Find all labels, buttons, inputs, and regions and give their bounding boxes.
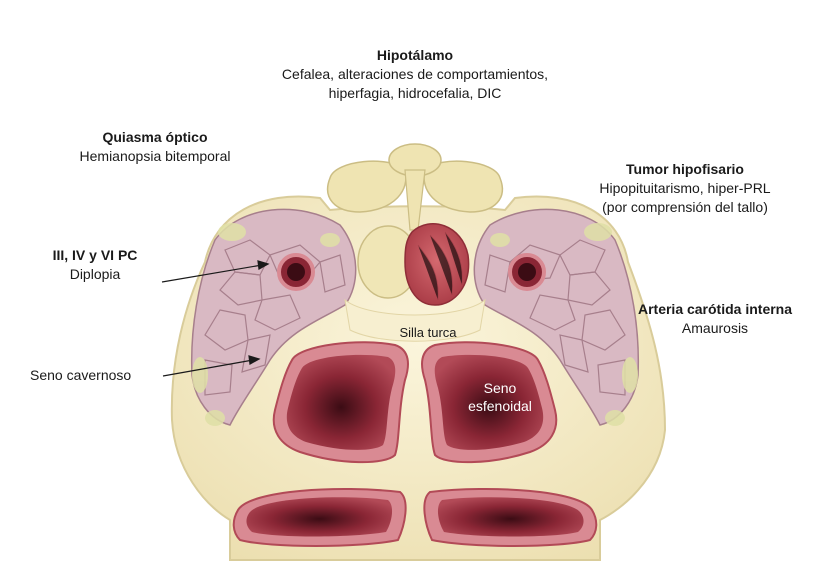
label-carotida: Arteria carótida interna Amaurosis bbox=[600, 300, 830, 338]
pointer-arrows bbox=[161, 260, 270, 377]
left-lower-sinus bbox=[232, 488, 407, 547]
right-lower-sinus bbox=[423, 488, 598, 547]
sella-floor bbox=[344, 298, 486, 342]
label-carotida-title: Arteria carótida interna bbox=[637, 301, 793, 317]
label-silla-turca: Silla turca bbox=[399, 325, 457, 340]
label-tumor-desc-2: (por comprensión del tallo) bbox=[602, 199, 768, 215]
label-carotida-desc: Amaurosis bbox=[681, 320, 749, 336]
label-quiasma-desc: Hemianopsia bitemporal bbox=[79, 148, 231, 164]
right-sphenoid-sinus bbox=[421, 341, 558, 464]
label-seno-esfenoidal-1: Seno bbox=[483, 380, 517, 396]
label-hipotalamo: Hipotálamo Cefalea, alteraciones de comp… bbox=[265, 46, 565, 103]
arrowhead-pares-craneales bbox=[257, 260, 270, 270]
optic-chiasm bbox=[326, 143, 504, 213]
arrowhead-seno-cavernoso bbox=[248, 355, 261, 365]
label-tumor: Tumor hipofisario Hipopituitarismo, hipe… bbox=[570, 160, 800, 217]
left-carotid-artery bbox=[277, 253, 315, 291]
label-tumor-title: Tumor hipofisario bbox=[626, 161, 744, 177]
label-tumor-desc-1: Hipopituitarismo, hiper-PRL bbox=[599, 180, 771, 196]
label-pares-craneales-desc: Diplopia bbox=[69, 266, 121, 282]
arrow-seno-cavernoso bbox=[162, 359, 254, 377]
left-fat-patches bbox=[192, 223, 340, 426]
label-quiasma-title: Quiasma óptico bbox=[102, 129, 208, 145]
label-seno-cavernoso: Seno cavernoso bbox=[30, 367, 132, 383]
right-fat-patches bbox=[490, 223, 638, 426]
label-hipotalamo-desc-1: Cefalea, alteraciones de comportamientos… bbox=[281, 66, 549, 82]
label-hipotalamo-title: Hipotálamo bbox=[376, 47, 454, 63]
pituitary-gland bbox=[357, 169, 426, 299]
label-seno-esfenoidal: Seno esfenoidal bbox=[450, 379, 550, 415]
arrow-pares-craneales bbox=[161, 264, 263, 283]
label-quiasma: Quiasma óptico Hemianopsia bitemporal bbox=[55, 128, 255, 166]
label-hipotalamo-desc-2: hiperfagia, hidrocefalia, DIC bbox=[328, 85, 502, 101]
label-seno-esfenoidal-2: esfenoidal bbox=[468, 398, 532, 414]
label-pares-craneales-title: III, IV y VI PC bbox=[52, 247, 138, 263]
left-cavernous-sinus bbox=[190, 208, 357, 426]
label-pares-craneales: III, IV y VI PC Diplopia bbox=[30, 246, 160, 284]
right-carotid-artery bbox=[508, 253, 546, 291]
tumor-texture bbox=[417, 231, 463, 301]
left-sphenoid-sinus bbox=[272, 341, 409, 464]
